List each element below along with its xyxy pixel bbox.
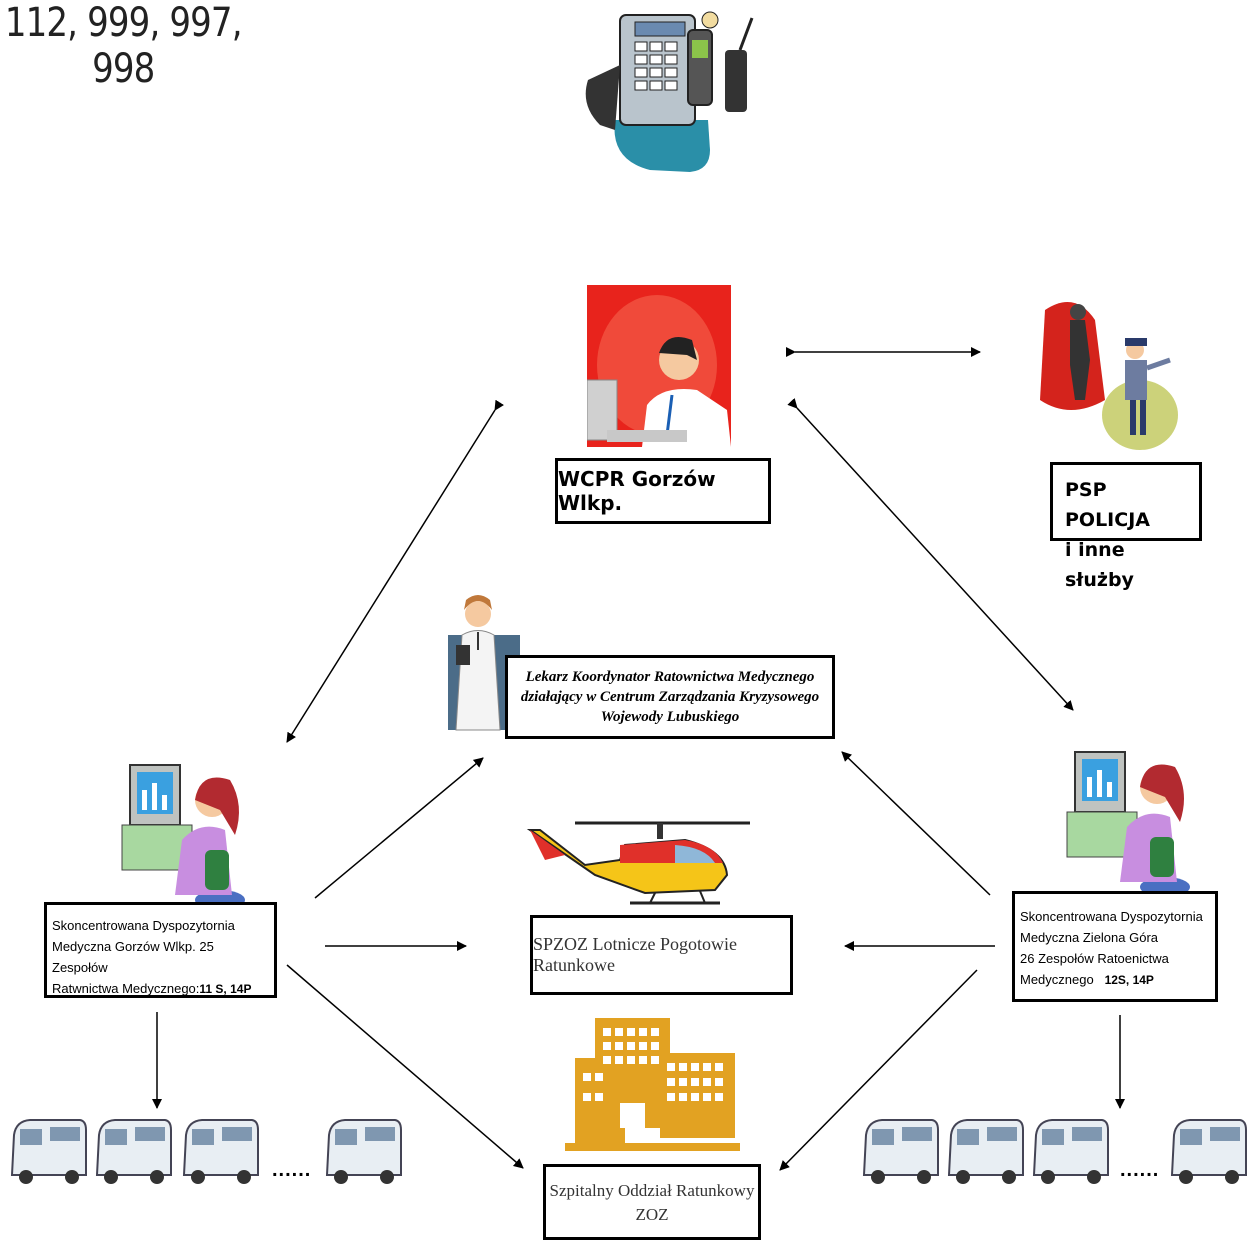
ambulance-icon xyxy=(1170,1119,1247,1184)
psp-line1: PSP POLICJA xyxy=(1065,479,1150,531)
ambulances-left: ...... xyxy=(10,1115,410,1190)
psp-line2: i inne służby xyxy=(1065,539,1134,591)
zielona-teams: 12S, 14P xyxy=(1104,973,1154,987)
ambulance-dots-left: ...... xyxy=(272,1159,312,1181)
lekarz-line3: Wojewody Lubuskiego xyxy=(600,709,740,725)
wcpr-label: WCPR Gorzów Wlkp. xyxy=(558,467,716,515)
zielona-line1: Skoncentrowana Dyspozytornia xyxy=(1020,909,1203,924)
ambulance-icon xyxy=(1032,1119,1109,1184)
psp-box: PSP POLICJA i inne służby xyxy=(1050,462,1202,591)
wcpr-operator-icon xyxy=(587,285,731,447)
sor-line2: ZOZ xyxy=(635,1205,669,1224)
ambulance-dots-right: ...... xyxy=(1120,1159,1160,1181)
spzoz-box: SPZOZ Lotnicze Pogotowie Ratunkowe xyxy=(530,915,793,995)
ambulance-icon xyxy=(10,1119,87,1184)
psp-police-icon xyxy=(1040,302,1178,450)
ambulance-icon xyxy=(95,1119,172,1184)
phones-icon xyxy=(585,11,754,172)
zielona-dispatch-box: Skoncentrowana Dyspozytornia Medyczna Zi… xyxy=(1012,891,1218,1002)
sor-line1: Szpitalny Oddział Ratunkowy xyxy=(549,1181,755,1200)
gorzow-teams: 11 S, 14P xyxy=(199,982,252,996)
wcpr-box: WCPR Gorzów Wlkp. xyxy=(555,458,771,524)
zielona-line2: Medyczna Zielona Góra xyxy=(1020,930,1159,945)
dispatcher-zielona-icon xyxy=(1066,751,1190,892)
arrow-zielona-lekarz xyxy=(841,751,991,896)
sor-box: Szpitalny Oddział Ratunkowy ZOZ xyxy=(543,1164,761,1240)
lekarz-box: Lekarz Koordynator Ratownictwa Medyczneg… xyxy=(505,655,835,739)
helicopter-icon xyxy=(526,821,750,905)
arrow-wcpr-zielona xyxy=(787,397,1074,711)
dispatcher-gorzow-icon xyxy=(121,764,245,905)
gorzow-line3: Ratwnictwa Medycznego: xyxy=(52,981,200,996)
arrow-gorzow-lekarz xyxy=(314,757,484,899)
lekarz-line1: Lekarz Koordynator Ratownictwa Medyczneg… xyxy=(525,669,815,685)
gorzow-line1: Skoncentrowana Dyspozytornia xyxy=(52,918,235,933)
ambulance-icon xyxy=(182,1119,259,1184)
ambulances-right: ...... xyxy=(862,1115,1250,1190)
emergency-numbers: 112, 999, 997, 998 xyxy=(4,0,243,92)
ambulance-icon xyxy=(325,1119,402,1184)
ambulance-icon xyxy=(862,1119,939,1184)
hospital-icon xyxy=(565,1018,740,1151)
gorzow-line2: Medyczna Gorzów Wlkp. 25 Zespołów xyxy=(52,939,214,975)
ambulance-icon xyxy=(947,1119,1024,1184)
gorzow-dispatch-box: Skoncentrowana Dyspozytornia Medyczna Go… xyxy=(44,902,277,998)
spzoz-label: SPZOZ Lotnicze Pogotowie Ratunkowe xyxy=(533,934,737,975)
zielona-line4: Medycznego xyxy=(1020,972,1094,987)
lekarz-line2: działający w Centrum Zarządzania Kryzyso… xyxy=(520,689,820,705)
zielona-line3: 26 Zespołów Ratoenictwa xyxy=(1020,951,1169,966)
